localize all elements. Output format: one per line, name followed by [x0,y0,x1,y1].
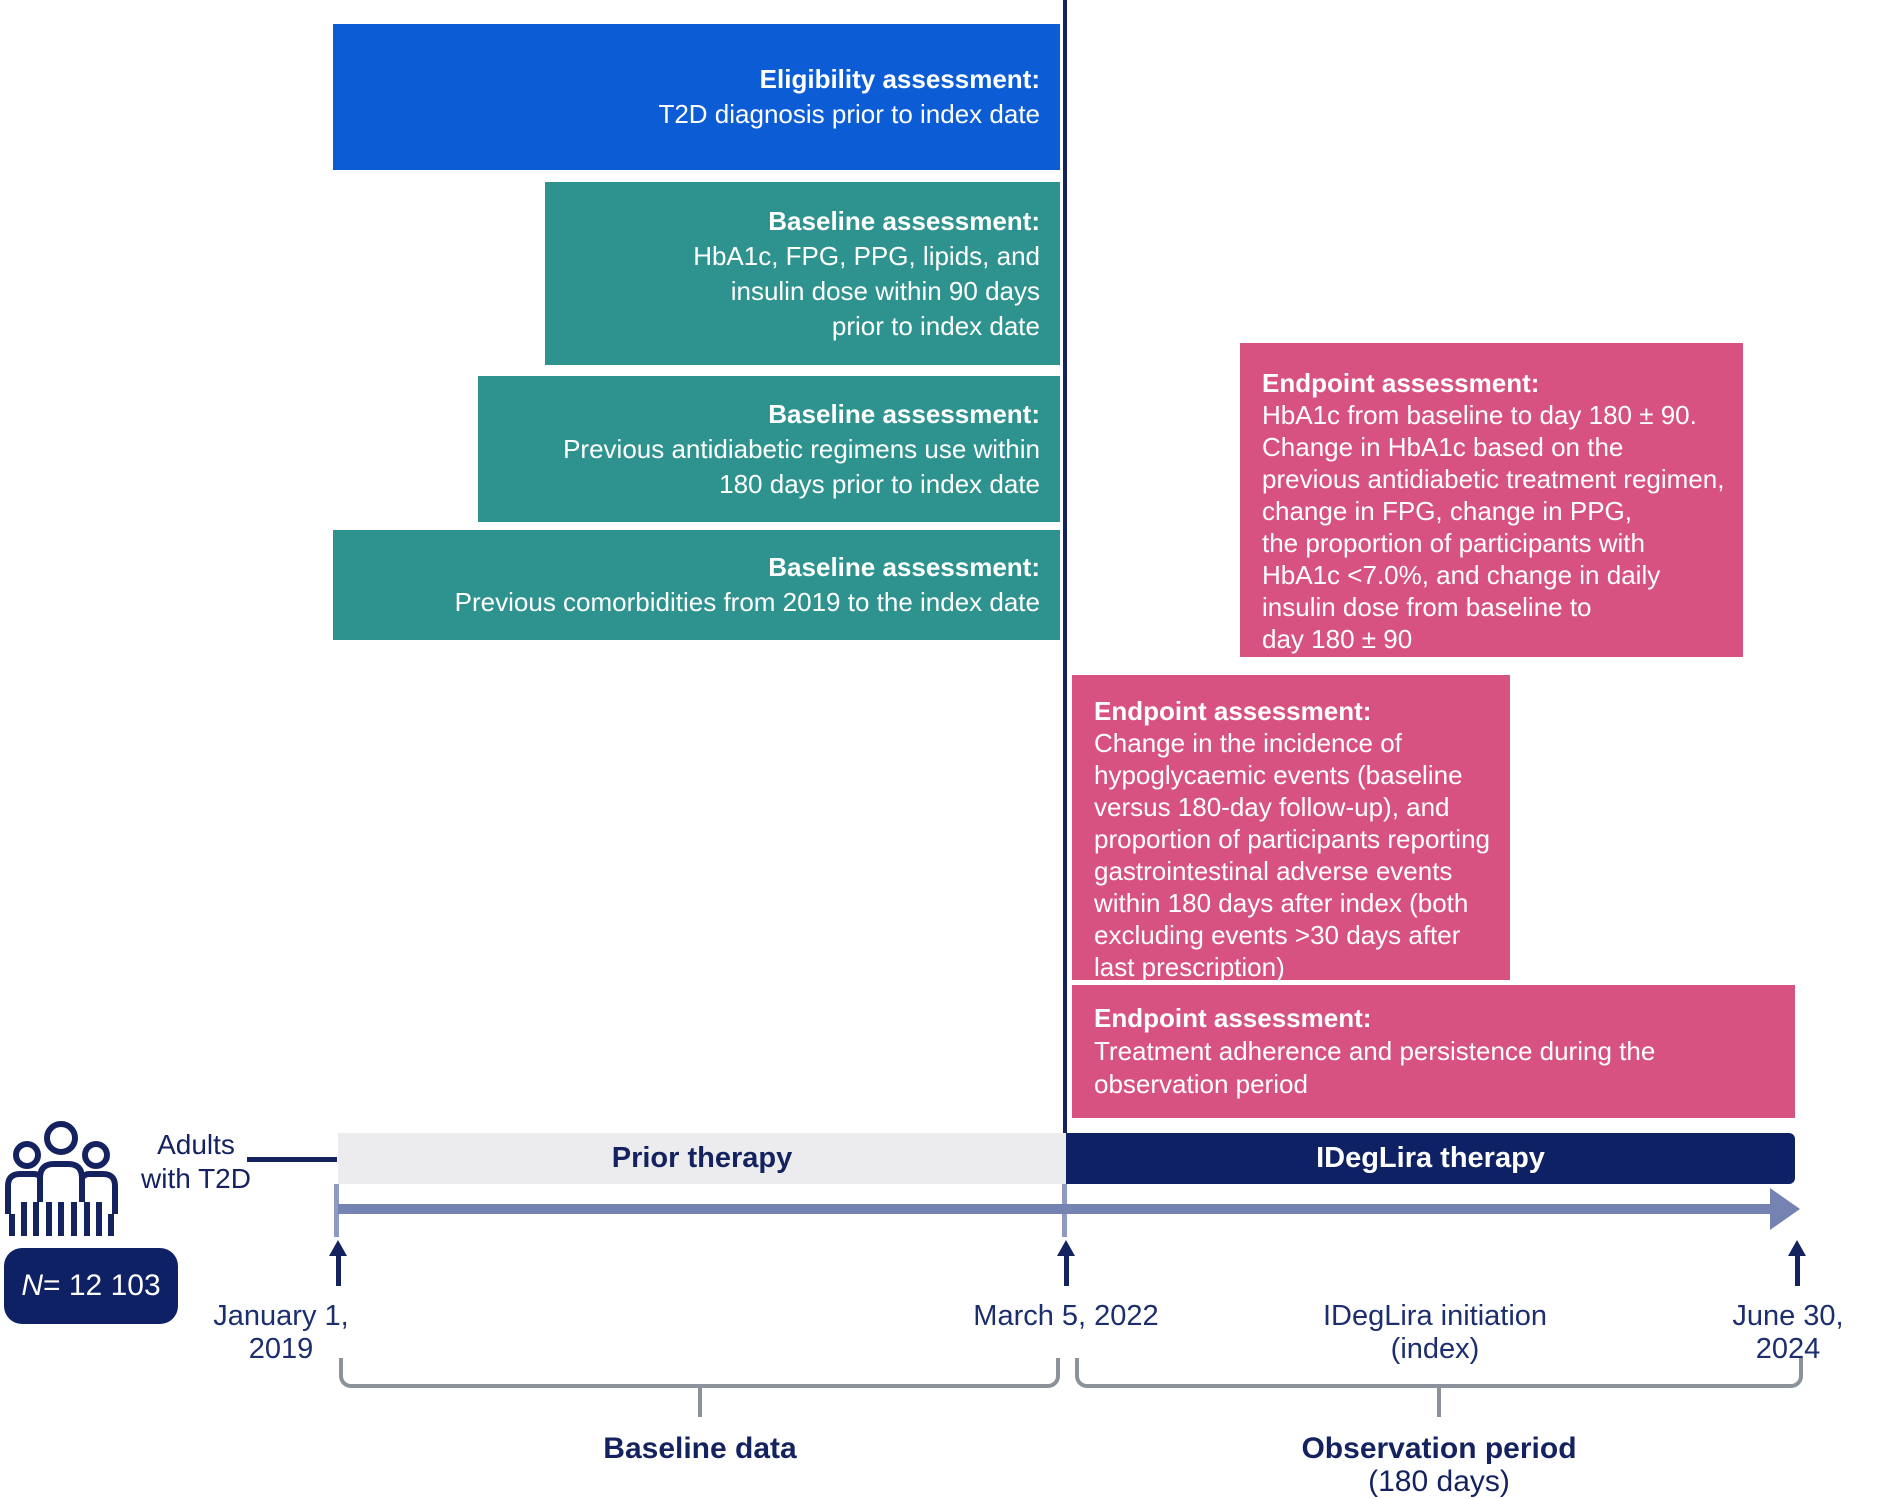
baseline-labs-title: Baseline assessment: [768,205,1040,236]
observation-period-bracket [1075,1358,1803,1388]
population-connector-line [247,1157,337,1162]
endpoint-glycaemic-line: HbA1c <7.0%, and change in daily [1262,560,1661,590]
baseline-period-bracket [339,1358,1060,1388]
ideglira-initiation-label: IDegLira initiation (index) [1322,1300,1548,1365]
endpoint-glycaemic-line: insulin dose from baseline to [1262,592,1592,622]
endpoint-glycaemic-box: Endpoint assessment: HbA1c from baseline… [1240,343,1743,657]
baseline-comorbidities-title: Baseline assessment: [768,552,1040,582]
eligibility-assessment-box: Eligibility assessment: T2D diagnosis pr… [333,24,1060,170]
endpoint-safety-box: Endpoint assessment: Change in the incid… [1072,675,1510,982]
baseline-comorbidities-line: Previous comorbidities from 2019 to the … [454,587,1040,617]
endpoint-safety-line: gastrointestinal adverse events [1094,856,1453,886]
prior-therapy-label: Prior therapy [611,1142,793,1174]
index-date-line [1063,0,1067,1133]
sample-size-badge: N = 12 103 [4,1248,178,1324]
date-end: June 30, 2024 [1732,1300,1844,1365]
baseline-comorbidities-box: Baseline assessment: Previous comorbidit… [333,530,1060,640]
timeline-arrow [338,1204,1772,1214]
baseline-regimens-line: Previous antidiabetic regimens use withi… [563,433,1040,464]
endpoint-glycaemic-title: Endpoint assessment: [1262,368,1540,398]
endpoint-glycaemic-line: change in FPG, change in PPG, [1262,496,1632,526]
n-symbol: N [21,1269,44,1302]
endpoint-glycaemic-line: day 180 ± 90 [1262,624,1413,654]
timeline-tick-start [334,1184,339,1237]
endpoint-adherence-line: observation period [1094,1069,1308,1099]
ideglira-therapy-bar: IDegLira therapy [1066,1133,1795,1184]
endpoint-safety-line: versus 180-day follow-up), and [1094,792,1450,822]
eligibility-line: T2D diagnosis prior to index date [658,99,1040,129]
baseline-labs-line: prior to index date [831,310,1040,341]
endpoint-glycaemic-line: previous antidiabetic treatment regimen, [1262,464,1725,494]
endpoint-glycaemic-line: HbA1c from baseline to day 180 ± 90. [1262,400,1697,430]
baseline-regimens-line: 180 days prior to index date [719,468,1040,499]
up-arrow-icon-end [1785,1240,1809,1286]
observation-period-label: Observation period (180 days) [1301,1432,1577,1498]
endpoint-safety-line: proportion of participants reporting [1094,824,1491,854]
up-arrow-icon-index [1054,1240,1078,1286]
adults-with-t2d-label: Adults with T2D [141,1129,251,1194]
up-arrow-icon-start [326,1240,350,1286]
endpoint-adherence-title: Endpoint assessment: [1094,1003,1372,1033]
endpoint-safety-line: within 180 days after index (both [1094,888,1469,918]
n-value: = 12 103 [43,1269,161,1302]
eligibility-title: Eligibility assessment: [759,64,1040,94]
baseline-data-label: Baseline data [603,1432,797,1465]
timeline-arrowhead-icon [1770,1188,1800,1230]
baseline-labs-box: Baseline assessment: HbA1c, FPG, PPG, li… [545,182,1060,365]
endpoint-adherence-line: Treatment adherence and persistence duri… [1094,1036,1656,1066]
endpoint-adherence-box: Endpoint assessment: Treatment adherence… [1072,985,1795,1118]
ideglira-therapy-label: IDegLira therapy [1316,1142,1545,1174]
endpoint-safety-line: excluding events >30 days after [1094,920,1461,950]
baseline-labs-line: insulin dose within 90 days [730,275,1040,306]
date-index: March 5, 2022 [973,1300,1159,1332]
endpoint-safety-title: Endpoint assessment: [1094,696,1372,726]
observation-bracket-tail [1437,1388,1441,1417]
baseline-bracket-tail [698,1388,702,1417]
endpoint-safety-line: last prescription) [1094,952,1285,982]
baseline-labs-line: HbA1c, FPG, PPG, lipids, and [693,240,1040,271]
baseline-regimens-box: Baseline assessment: Previous antidiabet… [478,376,1060,522]
baseline-regimens-title: Baseline assessment: [768,398,1040,429]
people-group-icon [5,1121,118,1236]
date-start: January 1, 2019 [213,1300,349,1365]
endpoint-glycaemic-line: Change in HbA1c based on the [1262,432,1624,462]
endpoint-glycaemic-line: the proportion of participants with [1262,528,1645,558]
endpoint-safety-line: Change in the incidence of [1094,728,1402,758]
prior-therapy-bar: Prior therapy [338,1133,1066,1184]
endpoint-safety-line: hypoglycaemic events (baseline [1094,760,1463,790]
